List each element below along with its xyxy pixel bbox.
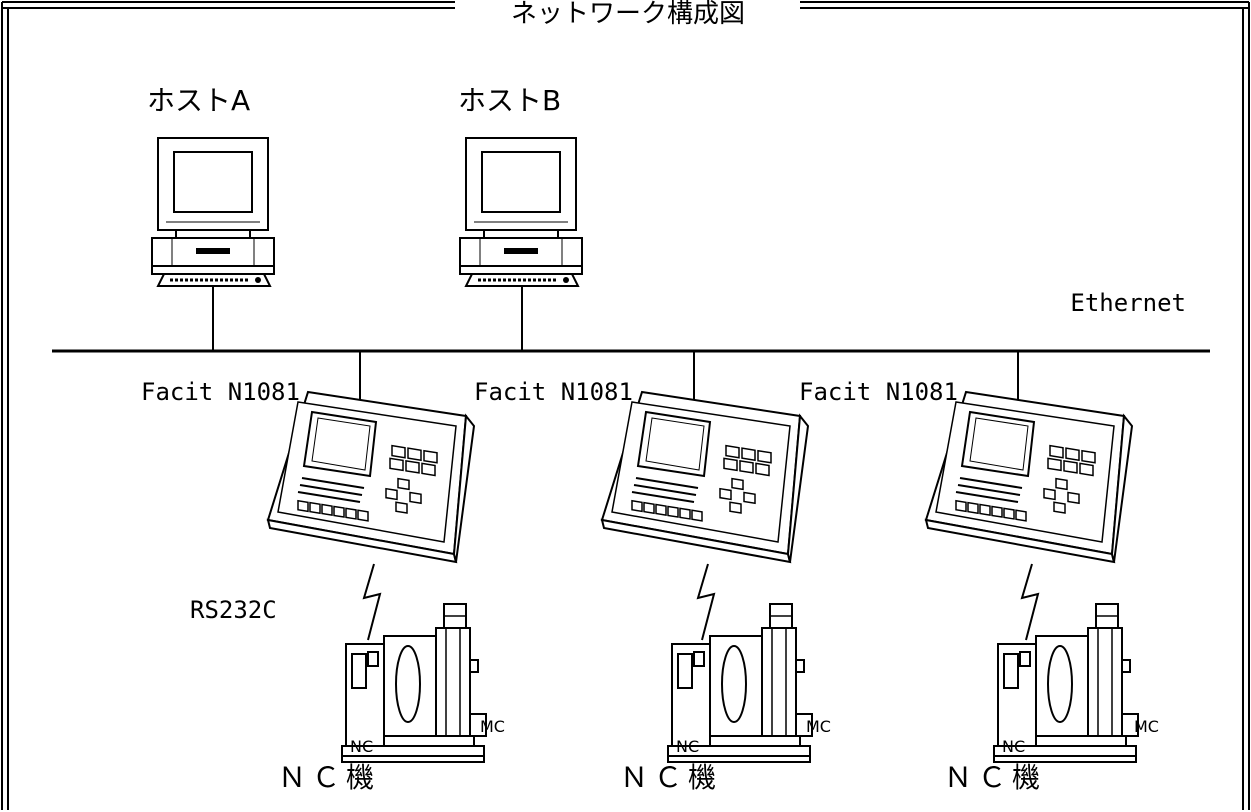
terminal-3-label: Facit N1081 [799,378,958,406]
machine-3: NC MC ＮＣ機 [944,603,1159,794]
machine-2-mc-label: MC [806,717,831,736]
host-b-label: ホストB [458,84,561,117]
host-a-computer-icon [150,136,276,288]
machine-2: NC MC ＮＣ機 [620,603,831,794]
machine-1-label: ＮＣ機 [278,761,380,794]
machine-2-nc-label: NC [676,737,699,756]
machine-3-label: ＮＣ機 [944,761,1046,794]
terminal-2: Facit N1081 [474,351,809,563]
terminal-1-icon [267,391,475,563]
machine-1-mc-label: MC [480,717,505,736]
terminal-3: Facit N1081 [799,351,1133,563]
terminal-3-icon [925,391,1133,563]
host-a: ホストA [147,84,276,351]
terminal-2-label: Facit N1081 [474,378,633,406]
host-b: ホストB [458,84,584,351]
serial-link-1 [362,563,382,641]
diagram-title: ネットワーク構成図 [511,0,745,29]
host-b-computer-icon [458,136,584,288]
serial-link-2 [696,563,716,641]
terminal-1: Facit N1081 [141,351,475,563]
machine-3-mc-label: MC [1134,717,1159,736]
host-a-label: ホストA [147,84,250,117]
ethernet-label: Ethernet [1070,289,1186,317]
terminal-1-label: Facit N1081 [141,378,300,406]
serial-link-3 [1020,563,1040,641]
machine-1-nc-label: NC [350,737,373,756]
machine-3-nc-label: NC [1002,737,1025,756]
terminal-2-icon [601,391,809,563]
machine-1: NC MC ＮＣ機 [278,603,505,794]
machine-2-label: ＮＣ機 [620,761,722,794]
rs232c-label: RS232C [190,596,277,624]
